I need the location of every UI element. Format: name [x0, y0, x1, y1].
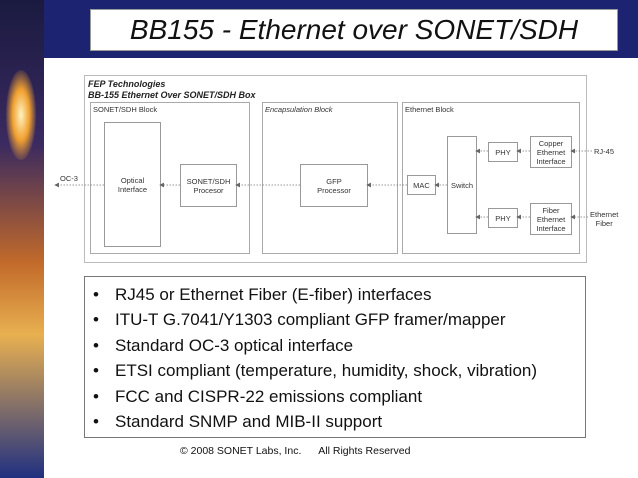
title-box: BB155 - Ethernet over SONET/SDH [90, 9, 618, 51]
ethernet-fiber-label: Ethernet Fiber [590, 210, 618, 228]
slide-title: BB155 - Ethernet over SONET/SDH [129, 14, 579, 45]
bullet-icon: • [93, 361, 99, 381]
oc3-label: OC-3 [60, 174, 78, 183]
eth-fiber-label-1: Ethernet [590, 210, 619, 219]
bullet-icon: • [93, 284, 99, 304]
feature-item: • ETSI compliant (temperature, humidity, … [93, 359, 537, 385]
phy-top-box: PHY [488, 142, 518, 162]
copper-label-3: Interface [536, 156, 566, 166]
feature-text: ITU-T G.7041/Y1303 compliant GFP framer/… [115, 310, 506, 330]
gfp-label-2: Processor [317, 185, 351, 195]
sonet-proc-label-2: Procesor [193, 185, 224, 195]
sonet-proc-label-1: SONET/SDH [186, 176, 231, 186]
fiber-label-1: Fiber [542, 205, 560, 215]
switch-box: Switch [447, 136, 477, 234]
copper-label-2: Ethernet [536, 147, 566, 157]
rj45-label: RJ-45 [594, 147, 615, 156]
decorative-side-bar [0, 0, 44, 478]
bullet-icon: • [93, 310, 99, 330]
feature-item: • Standard OC-3 optical interface [93, 333, 537, 359]
switch-label: Switch [450, 180, 474, 190]
fiber-label-3: Interface [536, 223, 566, 233]
sonet-block-label: SONET/SDH Block [93, 105, 158, 114]
feature-list-box: • RJ45 or Ethernet Fiber (E-fiber) interf… [84, 276, 586, 438]
bullet-icon: • [93, 386, 99, 406]
ethernet-block-label: Ethernet Block [405, 105, 454, 114]
org-name: FEP Technologies [88, 79, 166, 89]
feature-item: • ITU-T G.7041/Y1303 compliant GFP framer… [93, 308, 537, 334]
phy-bottom-label: PHY [495, 213, 511, 223]
copper-label-1: Copper [538, 138, 564, 148]
feature-item: • Standard SNMP and MIB-II support [93, 410, 537, 436]
phy-bottom-box: PHY [488, 208, 518, 228]
feature-item: • RJ45 or Ethernet Fiber (E-fiber) interf… [93, 282, 537, 308]
rights-text: All Rights Reserved [318, 445, 411, 457]
fiber-label-2: Ethernet [536, 214, 566, 224]
gfp-label-1: GFP [326, 176, 342, 186]
feature-text: ETSI compliant (temperature, humidity, s… [115, 361, 538, 381]
optical-label-2: Interface [117, 184, 148, 194]
feature-text: Standard OC-3 optical interface [115, 335, 354, 355]
phy-top-label: PHY [495, 147, 511, 157]
optical-label-1: Optical [120, 175, 145, 185]
encap-block-label: Encapsulation Block [265, 105, 333, 114]
feature-text: FCC and CISPR-22 emissions compliant [115, 386, 423, 406]
diagram-org: FEP Technologies BB-155 Ethernet Over SO… [88, 79, 256, 101]
light-flare [6, 70, 36, 160]
bullet-icon: • [93, 335, 99, 355]
eth-fiber-label-2: Fiber [595, 219, 613, 228]
copyright-text: © 2008 SONET Labs, Inc. [180, 445, 302, 457]
mac-label: MAC [413, 180, 430, 190]
feature-text: RJ45 or Ethernet Fiber (E-fiber) interfa… [115, 284, 432, 304]
footer: © 2008 SONET Labs, Inc. All Rights Reser… [180, 445, 410, 457]
mac-box: MAC [407, 175, 436, 195]
feature-text: Standard SNMP and MIB-II support [115, 412, 383, 432]
bullet-icon: • [93, 412, 99, 432]
product-name: BB-155 Ethernet Over SONET/SDH Box [88, 90, 256, 100]
feature-item: • FCC and CISPR-22 emissions compliant [93, 384, 537, 410]
